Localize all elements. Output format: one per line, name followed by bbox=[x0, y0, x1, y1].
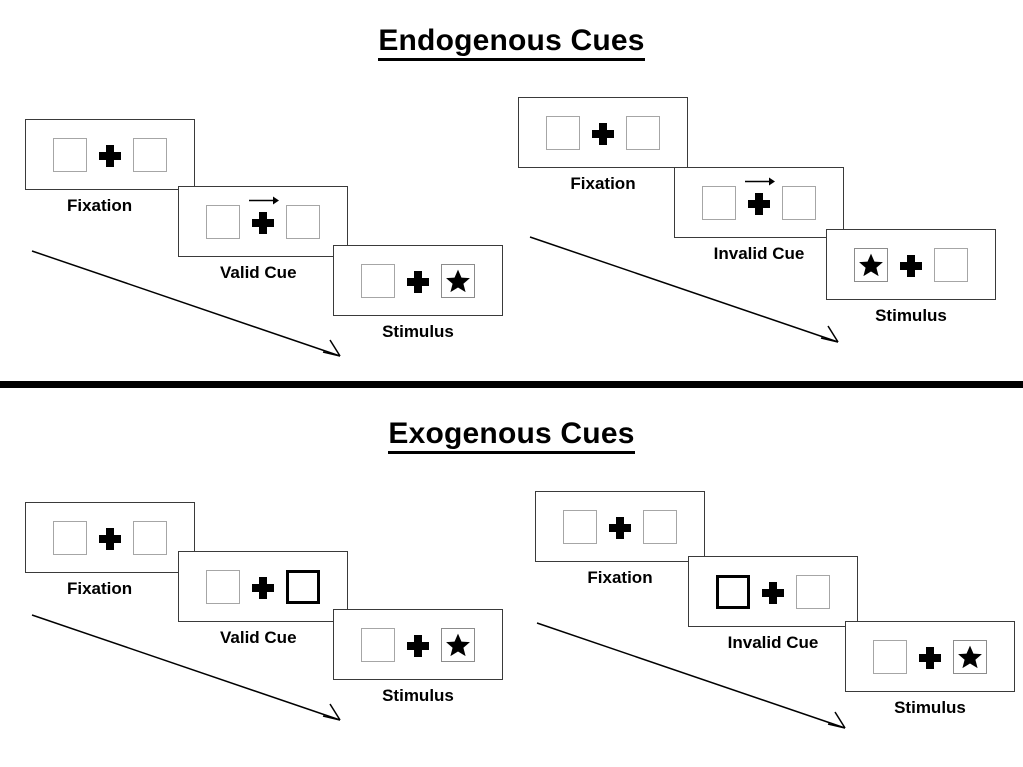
panel-exogenous-invalid-cue: Invalid Cue bbox=[688, 556, 858, 653]
panel-label: Stimulus bbox=[382, 322, 454, 341]
panel-endogenous-valid-cue: Valid Cue bbox=[178, 186, 348, 283]
plus-icon bbox=[395, 628, 441, 662]
plus-icon bbox=[395, 264, 441, 298]
trial-card bbox=[826, 229, 996, 300]
arrow-right-icon bbox=[745, 177, 775, 185]
star-icon bbox=[859, 253, 883, 276]
trial-card bbox=[178, 186, 348, 257]
plus-icon bbox=[240, 570, 286, 604]
plus-icon bbox=[736, 177, 782, 220]
placeholder-box-left bbox=[361, 627, 395, 662]
panel-label: Stimulus bbox=[894, 698, 966, 717]
placeholder-box-left bbox=[563, 509, 597, 544]
placeholder-box-right bbox=[934, 247, 968, 282]
placeholder-box-right bbox=[626, 115, 660, 150]
trial-card bbox=[178, 551, 348, 622]
panel-endogenous-invalid-stimulus: Stimulus bbox=[826, 229, 996, 326]
plus-icon bbox=[907, 640, 953, 674]
panel-label: Fixation bbox=[570, 174, 636, 193]
placeholder-box-left bbox=[206, 569, 240, 604]
panel-label: Valid Cue bbox=[220, 263, 297, 282]
trial-card bbox=[674, 167, 844, 238]
placeholder-box-right bbox=[441, 627, 475, 662]
panel-label: Invalid Cue bbox=[713, 244, 805, 263]
section-title-exogenous: Exogenous Cues bbox=[0, 417, 1023, 454]
panel-exogenous-invalid-fixation: Fixation bbox=[535, 491, 705, 588]
star-icon bbox=[446, 269, 470, 292]
panel-exogenous-valid-cue: Valid Cue bbox=[178, 551, 348, 648]
trial-card bbox=[25, 502, 195, 573]
panel-endogenous-valid-fixation: Fixation bbox=[25, 119, 195, 216]
panel-label: Stimulus bbox=[382, 686, 454, 705]
plus-icon bbox=[580, 116, 626, 150]
placeholder-box-right bbox=[286, 204, 320, 239]
trial-card bbox=[333, 245, 503, 316]
placeholder-box-left bbox=[854, 247, 888, 282]
arrow-right-icon bbox=[249, 196, 279, 204]
panel-endogenous-invalid-fixation: Fixation bbox=[518, 97, 688, 194]
trial-card bbox=[518, 97, 688, 168]
placeholder-box-left bbox=[546, 115, 580, 150]
panel-label: Stimulus bbox=[875, 306, 947, 325]
section-title-endogenous-text: Endogenous Cues bbox=[378, 24, 645, 61]
panel-label: Fixation bbox=[587, 568, 653, 587]
section-divider bbox=[0, 381, 1023, 388]
trial-card bbox=[845, 621, 1015, 692]
trial-card bbox=[535, 491, 705, 562]
placeholder-box-right bbox=[953, 639, 987, 674]
placeholder-box-right bbox=[133, 520, 167, 555]
star-icon bbox=[446, 633, 470, 656]
panel-label: Fixation bbox=[67, 196, 133, 215]
placeholder-box-left bbox=[702, 185, 736, 220]
panel-exogenous-valid-stimulus: Stimulus bbox=[333, 609, 503, 706]
placeholder-box-left bbox=[873, 639, 907, 674]
star-icon bbox=[958, 645, 982, 668]
plus-icon bbox=[597, 510, 643, 544]
panel-endogenous-valid-stimulus: Stimulus bbox=[333, 245, 503, 342]
panel-endogenous-invalid-cue: Invalid Cue bbox=[674, 167, 844, 264]
plus-icon bbox=[87, 138, 133, 172]
placeholder-box-left bbox=[53, 520, 87, 555]
placeholder-box-right bbox=[643, 509, 677, 544]
trial-card bbox=[25, 119, 195, 190]
placeholder-box-right bbox=[286, 569, 320, 604]
plus-icon bbox=[240, 196, 286, 239]
placeholder-box-left bbox=[53, 137, 87, 172]
trial-card bbox=[333, 609, 503, 680]
plus-icon bbox=[87, 521, 133, 555]
placeholder-box-right bbox=[782, 185, 816, 220]
placeholder-box-left bbox=[716, 574, 750, 609]
placeholder-box-left bbox=[206, 204, 240, 239]
panel-label: Valid Cue bbox=[220, 628, 297, 647]
plus-icon bbox=[888, 248, 934, 282]
section-title-exogenous-text: Exogenous Cues bbox=[388, 417, 635, 454]
panel-label: Invalid Cue bbox=[727, 633, 819, 652]
placeholder-box-left bbox=[361, 263, 395, 298]
placeholder-box-right bbox=[441, 263, 475, 298]
panel-label: Fixation bbox=[67, 579, 133, 598]
placeholder-box-right bbox=[133, 137, 167, 172]
section-title-endogenous: Endogenous Cues bbox=[0, 24, 1023, 61]
panel-exogenous-valid-fixation: Fixation bbox=[25, 502, 195, 599]
placeholder-box-right bbox=[796, 574, 830, 609]
trial-card bbox=[688, 556, 858, 627]
panel-exogenous-invalid-stimulus: Stimulus bbox=[845, 621, 1015, 718]
plus-icon bbox=[750, 575, 796, 609]
